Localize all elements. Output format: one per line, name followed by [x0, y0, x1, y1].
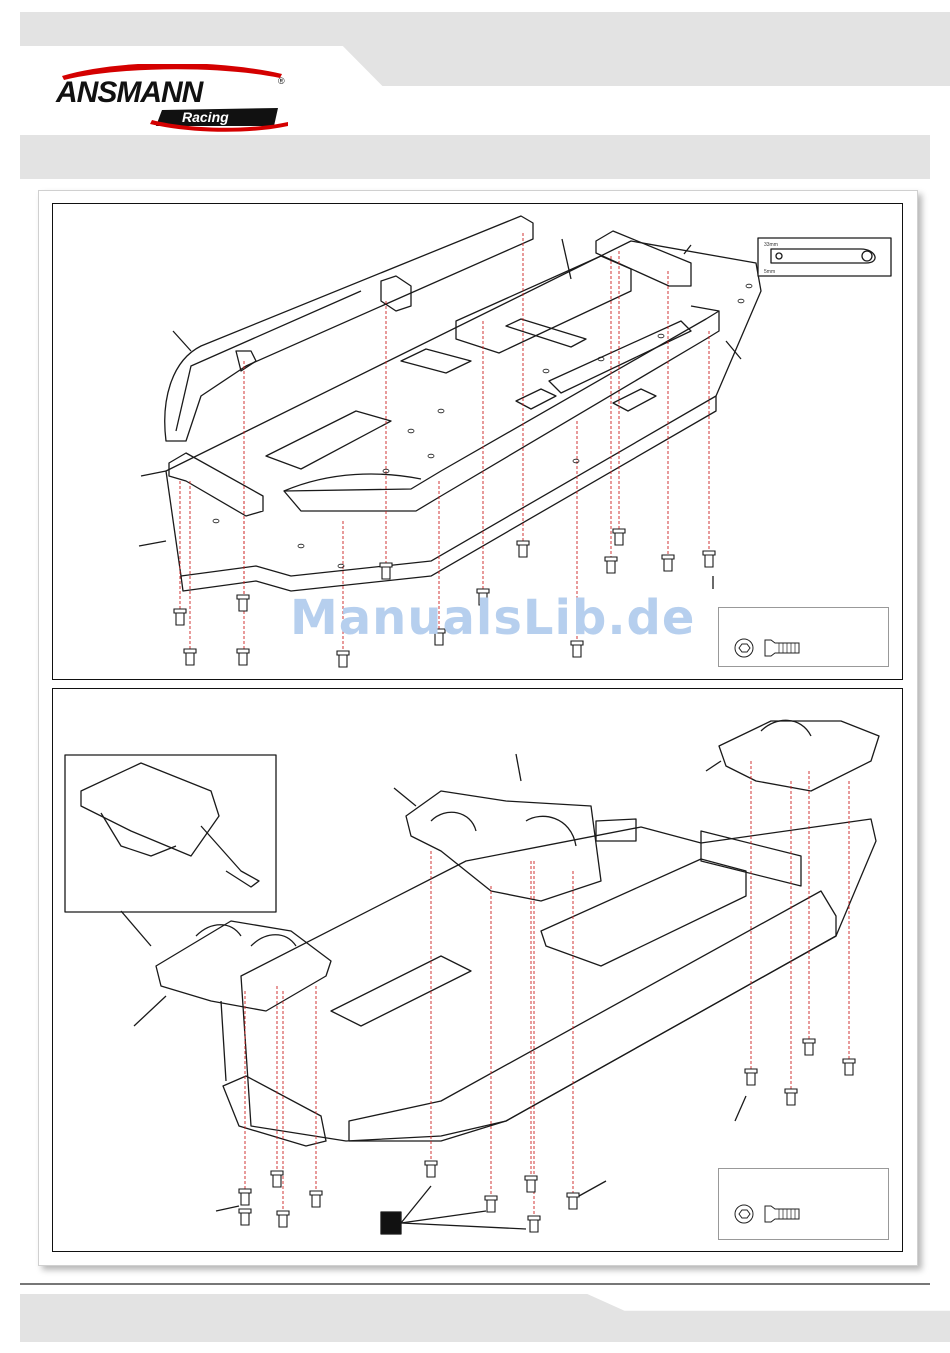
front-gearbox: [156, 921, 331, 1011]
logo-racing-text: Racing: [182, 109, 229, 125]
parts-legend-1: [718, 607, 889, 667]
inset-dimension-top: 33mm: [764, 242, 778, 248]
inset-dimension-bottom: 5mm: [764, 269, 775, 275]
ansmann-racing-logo: ANSMANN ® Racing: [52, 64, 292, 134]
logo-registered-mark: ®: [278, 76, 285, 86]
detail-inset-box: [65, 755, 276, 912]
chassis-plate-2: [241, 819, 876, 1141]
parts-legend-2: [718, 1168, 889, 1240]
rear-gearbox: [719, 721, 879, 791]
gearbox-mounts-diagram: [53, 689, 902, 1251]
side-rail-2: [349, 891, 836, 1141]
section-header-band: [20, 135, 930, 179]
center-differential-mount: [406, 791, 601, 901]
footer-divider: [20, 1283, 930, 1285]
chassis-plate: [166, 241, 761, 576]
countersunk-screw-icon: [719, 1169, 888, 1239]
header-angled-band: [290, 46, 950, 86]
logo-wordmark: ANSMANN: [55, 76, 205, 109]
left-side-rail: [165, 216, 533, 441]
watermark-text: ManualsLib.de: [290, 590, 670, 654]
footer-bar: [20, 1294, 950, 1342]
right-side-rail: [284, 311, 719, 511]
rear-brace: [596, 231, 691, 286]
header-top-bar: [20, 12, 950, 46]
countersunk-screw-icon: [719, 608, 888, 666]
